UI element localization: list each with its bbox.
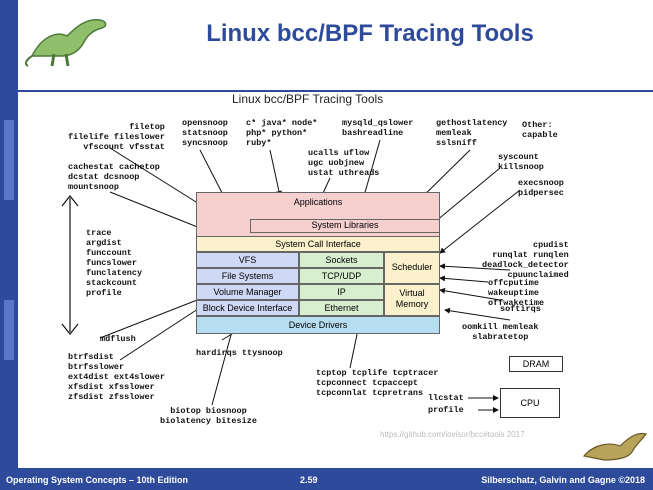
system-libraries-label: System Libraries — [311, 220, 379, 230]
applications-label: Applications — [293, 197, 343, 207]
dram-label: DRAM — [522, 359, 550, 369]
title-underline — [18, 90, 653, 92]
sockets-label: Sockets — [325, 255, 358, 265]
file-systems-label: File Systems — [221, 271, 274, 281]
arrow-oomkill — [444, 307, 511, 321]
tool-filetop: filetop filelife fileslower vfscount vfs… — [68, 122, 165, 152]
footer-page: 2.59 — [300, 475, 318, 485]
ip-label: IP — [337, 287, 346, 297]
sidebar-stripe — [4, 300, 14, 360]
block-device-label: Block Device Interface — [202, 303, 293, 313]
sockets-layer: Sockets — [299, 252, 384, 268]
stack-bracket — [61, 195, 79, 335]
ethernet-layer: Ethernet — [299, 300, 384, 316]
file-systems-layer: File Systems — [196, 268, 299, 284]
tool-syscount: syscount killsnoop — [498, 152, 544, 172]
tool-hardirqs: hardirqs ttysnoop — [196, 348, 283, 358]
device-drivers-layer: Device Drivers — [196, 316, 440, 334]
arrow-offcpu — [439, 275, 489, 283]
tool-tcptop: tcptop tcplife tcptracer tcpconnect tcpa… — [316, 368, 439, 398]
vfs-layer: VFS — [196, 252, 299, 268]
ethernet-label: Ethernet — [324, 303, 359, 313]
diagram-subtitle: Linux bcc/BPF Tracing Tools — [232, 92, 384, 106]
tool-offcpu: offcputime wakeuptime offwaketime — [488, 278, 545, 308]
source-url: https://github.com/iovisor/bcc#tools 201… — [380, 430, 525, 439]
tool-oomkill: oomkill memleak slabratetop — [462, 322, 539, 342]
tool-other: Other: capable — [522, 120, 558, 140]
dram-box: DRAM — [509, 356, 563, 372]
cpu-label: CPU — [520, 398, 540, 408]
virtual-memory-label: Virtual Memory — [395, 288, 429, 309]
slide-sidebar — [0, 0, 18, 490]
arrow-softirqs — [439, 287, 501, 301]
tool-cpudist: cpudist runqlat runqlen deadlock_detecto… — [482, 240, 569, 280]
arrow-execsnoop — [439, 189, 521, 254]
arrow-mdflush — [99, 294, 211, 339]
tool-profile: profile — [428, 405, 464, 415]
scheduler-layer: Scheduler — [384, 252, 440, 284]
tcp-udp-label: TCP/UDP — [321, 271, 362, 281]
ip-layer: IP — [299, 284, 384, 300]
arrow-cpudist — [439, 263, 511, 271]
device-drivers-label: Device Drivers — [288, 320, 348, 330]
cpu-box: CPU — [500, 388, 560, 418]
tool-softirqs: softirqs — [500, 304, 541, 314]
arrow-biotop — [211, 319, 237, 406]
tcp-udp-layer: TCP/UDP — [299, 268, 384, 284]
tool-execsnoop: execsnoop pidpersec — [518, 178, 564, 198]
arrow-syscount — [429, 167, 501, 227]
system-libraries-layer: System Libraries — [250, 219, 440, 233]
tool-gethost: gethostlatency memleak sslsniff — [436, 118, 508, 148]
scheduler-label: Scheduler — [391, 262, 433, 272]
tool-mysqld: mysqld_qslower bashreadline — [342, 118, 414, 138]
sidebar-stripe — [4, 120, 14, 200]
vfs-label: VFS — [238, 255, 257, 265]
tool-mdflush: mdflush — [100, 334, 136, 344]
arrow-langs — [269, 149, 282, 197]
tool-ucalls: ucalls uflow ugc uobjnew ustat uthreads — [308, 148, 380, 178]
footer-right: Silberschatz, Galvin and Gagne ©2018 — [481, 475, 645, 485]
tool-opensnoop: opensnoop statsnoop syncsnoop — [182, 118, 228, 148]
syscall-layer: System Call Interface — [196, 236, 440, 252]
tool-biotop: biotop biosnoop biolatency bitesize — [160, 406, 257, 426]
tool-langs: c* java* node* php* python* ruby* — [246, 118, 318, 148]
tool-cachestat: cachestat cachetop dcstat dcsnoop mounts… — [68, 162, 160, 192]
virtual-memory-layer: Virtual Memory — [384, 284, 440, 316]
dinosaur-logo-icon — [24, 18, 107, 67]
block-device-layer: Block Device Interface — [196, 300, 299, 316]
slide-title: Linux bcc/BPF Tracing Tools — [206, 20, 534, 47]
tool-llcstat: llcstat — [428, 393, 464, 403]
volume-manager-label: Volume Manager — [213, 287, 282, 297]
dinosaur-footer-icon — [582, 432, 647, 461]
volume-manager-layer: Volume Manager — [196, 284, 299, 300]
footer-left: Operating System Concepts – 10th Edition — [6, 475, 189, 485]
syscall-label: System Call Interface — [275, 239, 361, 249]
slide-footer: Operating System Concepts – 10th Edition… — [0, 468, 653, 490]
tool-btrfs: btrfsdist btrfsslower ext4dist ext4slowe… — [68, 352, 165, 402]
tool-trace: trace argdist funccount funcslower funcl… — [86, 228, 143, 298]
